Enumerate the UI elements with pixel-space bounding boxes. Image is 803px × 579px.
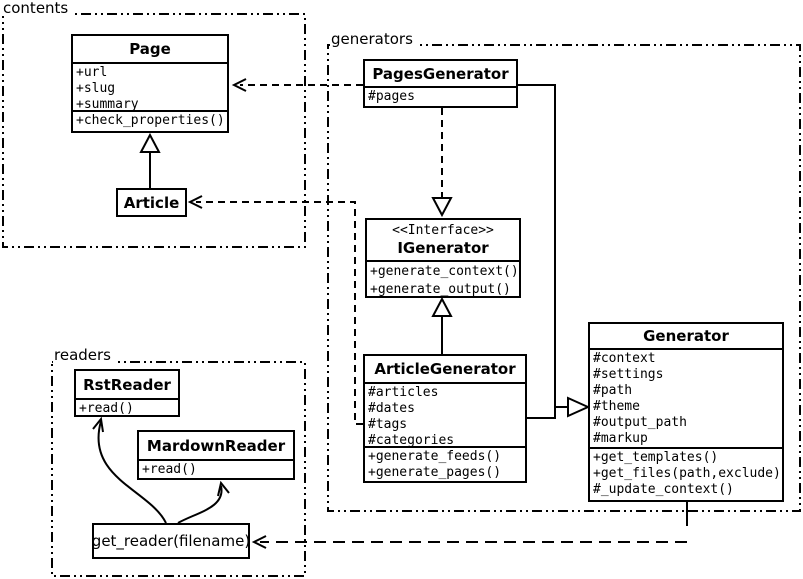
class-article: Article	[116, 188, 187, 217]
method: +get_files(path,exclude)	[593, 466, 781, 481]
method: +generate_pages()	[368, 465, 502, 480]
class-mardownreader: MardownReader +read()	[137, 430, 295, 480]
class-page: Page +url +slug +summary +check_properti…	[71, 34, 229, 133]
class-generator: Generator #context #settings #path #them…	[588, 322, 784, 502]
dependency-articlegenerator-to-article	[187, 195, 363, 425]
generalization-generators-to-generator	[518, 84, 591, 419]
method: +generate_context()	[370, 264, 519, 279]
class-articlegenerator-name: ArticleGenerator	[374, 360, 516, 378]
class-rstreader: RstReader +read()	[74, 369, 180, 417]
class-page-name: Page	[129, 40, 171, 58]
class-igenerator: <<Interface>> IGenerator +generate_conte…	[365, 218, 521, 298]
class-pagesgenerator-attributes: #pages	[365, 86, 516, 106]
class-page-attributes: +url +slug +summary	[73, 62, 227, 110]
class-pagesgenerator: PagesGenerator #pages	[363, 59, 518, 108]
arrow-getreader-to-mardownreader	[177, 480, 230, 524]
method: +check_properties()	[76, 113, 225, 128]
class-article-name: Article	[123, 193, 180, 212]
attribute: #settings	[593, 367, 664, 382]
arrow-getreader-to-rstreader	[92, 416, 167, 524]
generalization-articlegenerator-to-igenerator	[431, 296, 453, 354]
realization-pagesgenerator-to-igenerator	[431, 108, 453, 218]
method: #_update_context()	[593, 482, 734, 497]
class-articlegenerator: ArticleGenerator #articles #dates #tags …	[363, 354, 527, 483]
class-pagesgenerator-name: PagesGenerator	[372, 64, 509, 83]
attribute: #categories	[368, 433, 455, 446]
attribute: +summary	[76, 97, 139, 110]
attribute: +slug	[76, 81, 116, 96]
dependency-generator-to-getreader	[251, 502, 688, 549]
package-contents-label: contents	[2, 0, 72, 16]
class-generator-attributes: #context #settings #path #theme #output_…	[590, 348, 782, 447]
package-readers-border	[51, 361, 306, 577]
attribute: #markup	[593, 431, 648, 446]
attribute: #articles	[368, 385, 439, 400]
attribute: #tags	[368, 417, 408, 432]
class-igenerator-title: <<Interface>> IGenerator	[367, 220, 519, 260]
class-rstreader-methods: +read()	[76, 398, 178, 415]
package-contents-border	[2, 13, 306, 248]
package-readers-label: readers	[53, 347, 114, 363]
class-igenerator-name: IGenerator	[397, 238, 489, 257]
dependency-pagesgenerator-to-page	[231, 78, 363, 92]
class-generator-methods: +get_templates() +get_files(path,exclude…	[590, 447, 782, 500]
attribute: #context	[593, 351, 656, 366]
package-generators-label: generators	[330, 31, 416, 47]
attribute: #theme	[593, 399, 640, 414]
attribute: #output_path	[593, 415, 687, 430]
class-generator-name: Generator	[643, 327, 729, 345]
package-generators-border	[327, 44, 801, 512]
method: +generate_feeds()	[368, 449, 502, 464]
class-rstreader-name: RstReader	[83, 375, 171, 394]
method: +read()	[79, 401, 134, 415]
node-get-reader: get_reader(filename)	[92, 523, 250, 559]
generalization-article-to-page	[139, 132, 161, 188]
method: +read()	[142, 462, 197, 477]
class-igenerator-methods: +generate_context() +generate_output()	[367, 260, 519, 296]
attribute: #dates	[368, 401, 415, 416]
attribute: #pages	[368, 89, 415, 104]
method: +get_templates()	[593, 450, 719, 465]
attribute: +url	[76, 65, 108, 80]
class-mardownreader-name: MardownReader	[146, 436, 286, 455]
class-articlegenerator-methods: +generate_feeds() +generate_pages()	[365, 446, 525, 481]
class-articlegenerator-attributes: #articles #dates #tags #categories	[365, 382, 525, 446]
class-page-methods: +check_properties()	[73, 110, 227, 131]
stereotype: <<Interface>>	[392, 222, 494, 238]
class-mardownreader-methods: +read()	[139, 459, 293, 478]
attribute: #path	[593, 383, 633, 398]
method: +generate_output()	[370, 282, 511, 296]
node-get-reader-label: get_reader(filename)	[91, 532, 251, 550]
